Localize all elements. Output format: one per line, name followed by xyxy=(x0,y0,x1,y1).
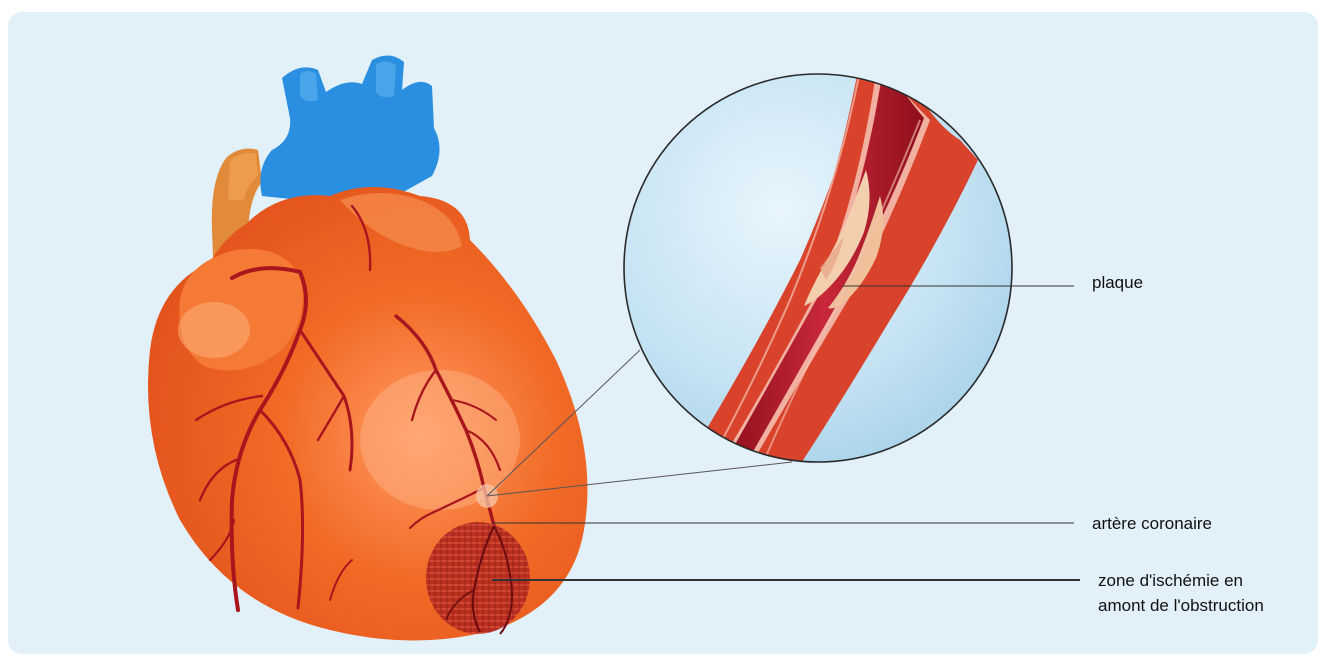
magnified-artery xyxy=(624,60,1012,480)
label-coronary-artery: artère coronaire xyxy=(1092,514,1212,534)
ischemia-zone xyxy=(426,522,530,634)
label-ischemia-line-1: zone d'ischémie en xyxy=(1098,568,1264,593)
label-ischemia-zone: zone d'ischémie en amont de l'obstructio… xyxy=(1098,568,1264,618)
label-plaque: plaque xyxy=(1092,273,1143,293)
aorta xyxy=(260,55,439,206)
label-ischemia-line-2: amont de l'obstruction xyxy=(1098,593,1264,618)
